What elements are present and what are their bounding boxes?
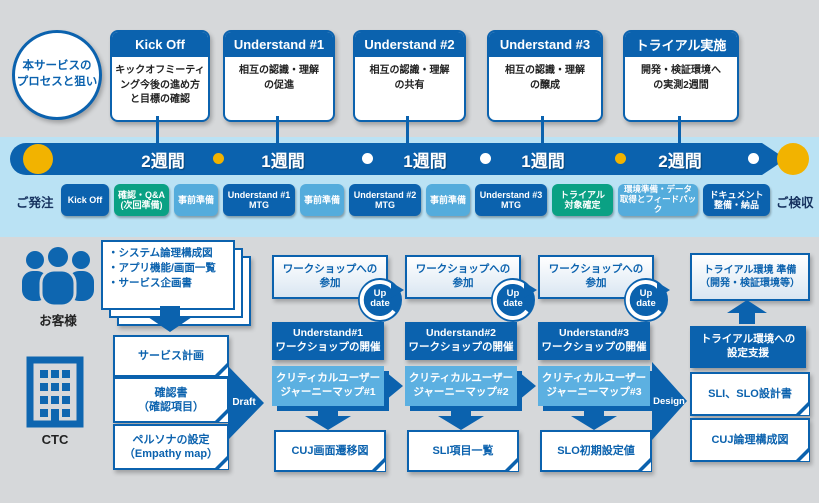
cuj-map-box: クリティカルユーザー ジャーニーマップ#1 <box>272 366 384 406</box>
step-badge: 事前準備 <box>426 184 470 216</box>
timeline-arrow-bar <box>10 143 786 175</box>
step-badge: トライアル 対象確定 <box>552 184 613 216</box>
ctc-label: CTC <box>41 432 69 447</box>
customer-people-icon <box>22 246 94 306</box>
phase-title: Understand #3 <box>489 32 601 57</box>
design-arrow-icon <box>652 362 687 440</box>
customer-label: お客様 <box>39 314 77 328</box>
phase-desc: キックオフミーティ ング今後の進め方 と目標の確認 <box>115 65 205 105</box>
design-label: Design <box>653 396 685 407</box>
arrow-right-icon <box>386 372 403 400</box>
draft-arrow-icon <box>228 366 264 440</box>
phase-understand-2: Understand #2 相互の認識・理解 の共有 <box>353 30 466 122</box>
phase-title: トライアル実施 <box>625 32 737 57</box>
step-badge: 環境準備・データ 取得とフィードバック <box>618 184 698 216</box>
step-badge: Kick Off <box>61 184 109 216</box>
phase-title: Understand #1 <box>225 32 333 57</box>
timeline-dot-icon <box>748 153 759 164</box>
arrow-right-icon <box>519 372 536 400</box>
phase-trial: トライアル実施 開発・検証環境へ の実測2週間 <box>623 30 739 122</box>
intro-circle: 本サービスの プロセスと狙い <box>12 30 102 120</box>
update-cycle-icon: Up date <box>358 278 404 322</box>
trial-env-support-box: トライアル環境への 設定支援 <box>690 326 806 368</box>
timeline-dot-icon <box>480 153 491 164</box>
phase-desc: 開発・検証環境へ の実測2週間 <box>641 65 721 91</box>
phase-understand-3: Understand #3 相互の認識・理解 の醸成 <box>487 30 603 122</box>
output-doc: SLI項目一覧 <box>407 430 519 472</box>
arrow-down-icon <box>148 306 192 332</box>
output-doc: CUJ画面遷移図 <box>274 430 386 472</box>
milestone-start-icon <box>23 144 53 174</box>
step-badge: Understand #2 MTG <box>349 184 421 216</box>
draft-label: Draft <box>232 397 256 408</box>
milestone-end-icon <box>777 143 809 175</box>
step-badge: 事前準備 <box>174 184 218 216</box>
phase-connector <box>276 116 279 144</box>
deliverable-doc: SLI、SLO設計書 <box>690 372 810 416</box>
phase-desc: 相互の認識・理解 の醸成 <box>505 65 585 91</box>
phase-title: Understand #2 <box>355 32 464 57</box>
update-label: Up date <box>636 288 656 309</box>
phase-connector <box>406 116 409 144</box>
deliverable-doc: CUJ論理構成図 <box>690 418 810 462</box>
trial-env-prep-box: トライアル環境 準備 （開発・検証環境等） <box>690 253 810 301</box>
update-label: Up date <box>370 288 390 309</box>
step-badge: Understand #1 MTG <box>223 184 295 216</box>
stack-page <box>101 240 235 310</box>
output-doc: SLO初期設定値 <box>540 430 652 472</box>
week-label: 2週間 <box>141 152 185 171</box>
timeline-dot-icon <box>213 153 224 164</box>
step-badge: ドキュメント 整備・納品 <box>703 184 770 216</box>
week-label: 1週間 <box>521 152 565 171</box>
step-badge: Understand #3 MTG <box>475 184 547 216</box>
update-cycle-icon: Up date <box>491 278 537 322</box>
update-label: Up date <box>503 288 523 309</box>
arrow-down-icon <box>305 408 351 430</box>
phase-desc: 相互の認識・理解 の共有 <box>369 65 450 91</box>
deliverable-doc: サービス計画 <box>113 335 229 377</box>
update-cycle-icon: Up date <box>624 278 670 322</box>
phase-kickoff: Kick Off キックオフミーティ ング今後の進め方 と目標の確認 <box>110 30 210 122</box>
phase-connector <box>156 116 159 144</box>
cuj-map-box: クリティカルユーザー ジャーニーマップ#3 <box>538 366 650 406</box>
phase-connector <box>541 116 544 144</box>
arrow-up-icon <box>727 300 767 324</box>
ctc-building-icon <box>26 356 84 428</box>
deliverable-doc: ペルソナの設定 （Empathy map） <box>113 424 229 470</box>
week-label: 1週間 <box>403 152 447 171</box>
arrow-down-icon <box>438 408 484 430</box>
workshop-host-box: Understand#3 ワークショップの開催 <box>538 322 650 360</box>
phase-title: Kick Off <box>112 32 208 57</box>
phase-desc: 相互の認識・理解 の促進 <box>239 65 319 91</box>
timeline-dot-icon <box>362 153 373 164</box>
order-label: ご発注 <box>16 196 54 210</box>
customer-input-docs: ・システム論理構成図 ・アプリ機能/画面一覧 ・サービス企画書 <box>108 247 216 290</box>
phase-understand-1: Understand #1 相互の認識・理解 の促進 <box>223 30 335 122</box>
phase-connector <box>678 116 681 144</box>
workshop-participation-box: ワークショップへの 参加 <box>405 255 521 299</box>
step-badge: 事前準備 <box>300 184 344 216</box>
deliverable-doc: 確認書 （確認項目） <box>113 377 229 423</box>
timeline-dot-icon <box>615 153 626 164</box>
workshop-host-box: Understand#1 ワークショップの開催 <box>272 322 384 360</box>
step-badge: 確認・Q&A (次回準備) <box>114 184 169 216</box>
acceptance-label: ご検収 <box>776 196 814 210</box>
week-label: 2週間 <box>658 152 702 171</box>
cuj-map-box: クリティカルユーザー ジャーニーマップ#2 <box>405 366 517 406</box>
week-label: 1週間 <box>261 152 305 171</box>
arrow-down-icon <box>571 408 617 430</box>
workshop-host-box: Understand#2 ワークショップの開催 <box>405 322 517 360</box>
